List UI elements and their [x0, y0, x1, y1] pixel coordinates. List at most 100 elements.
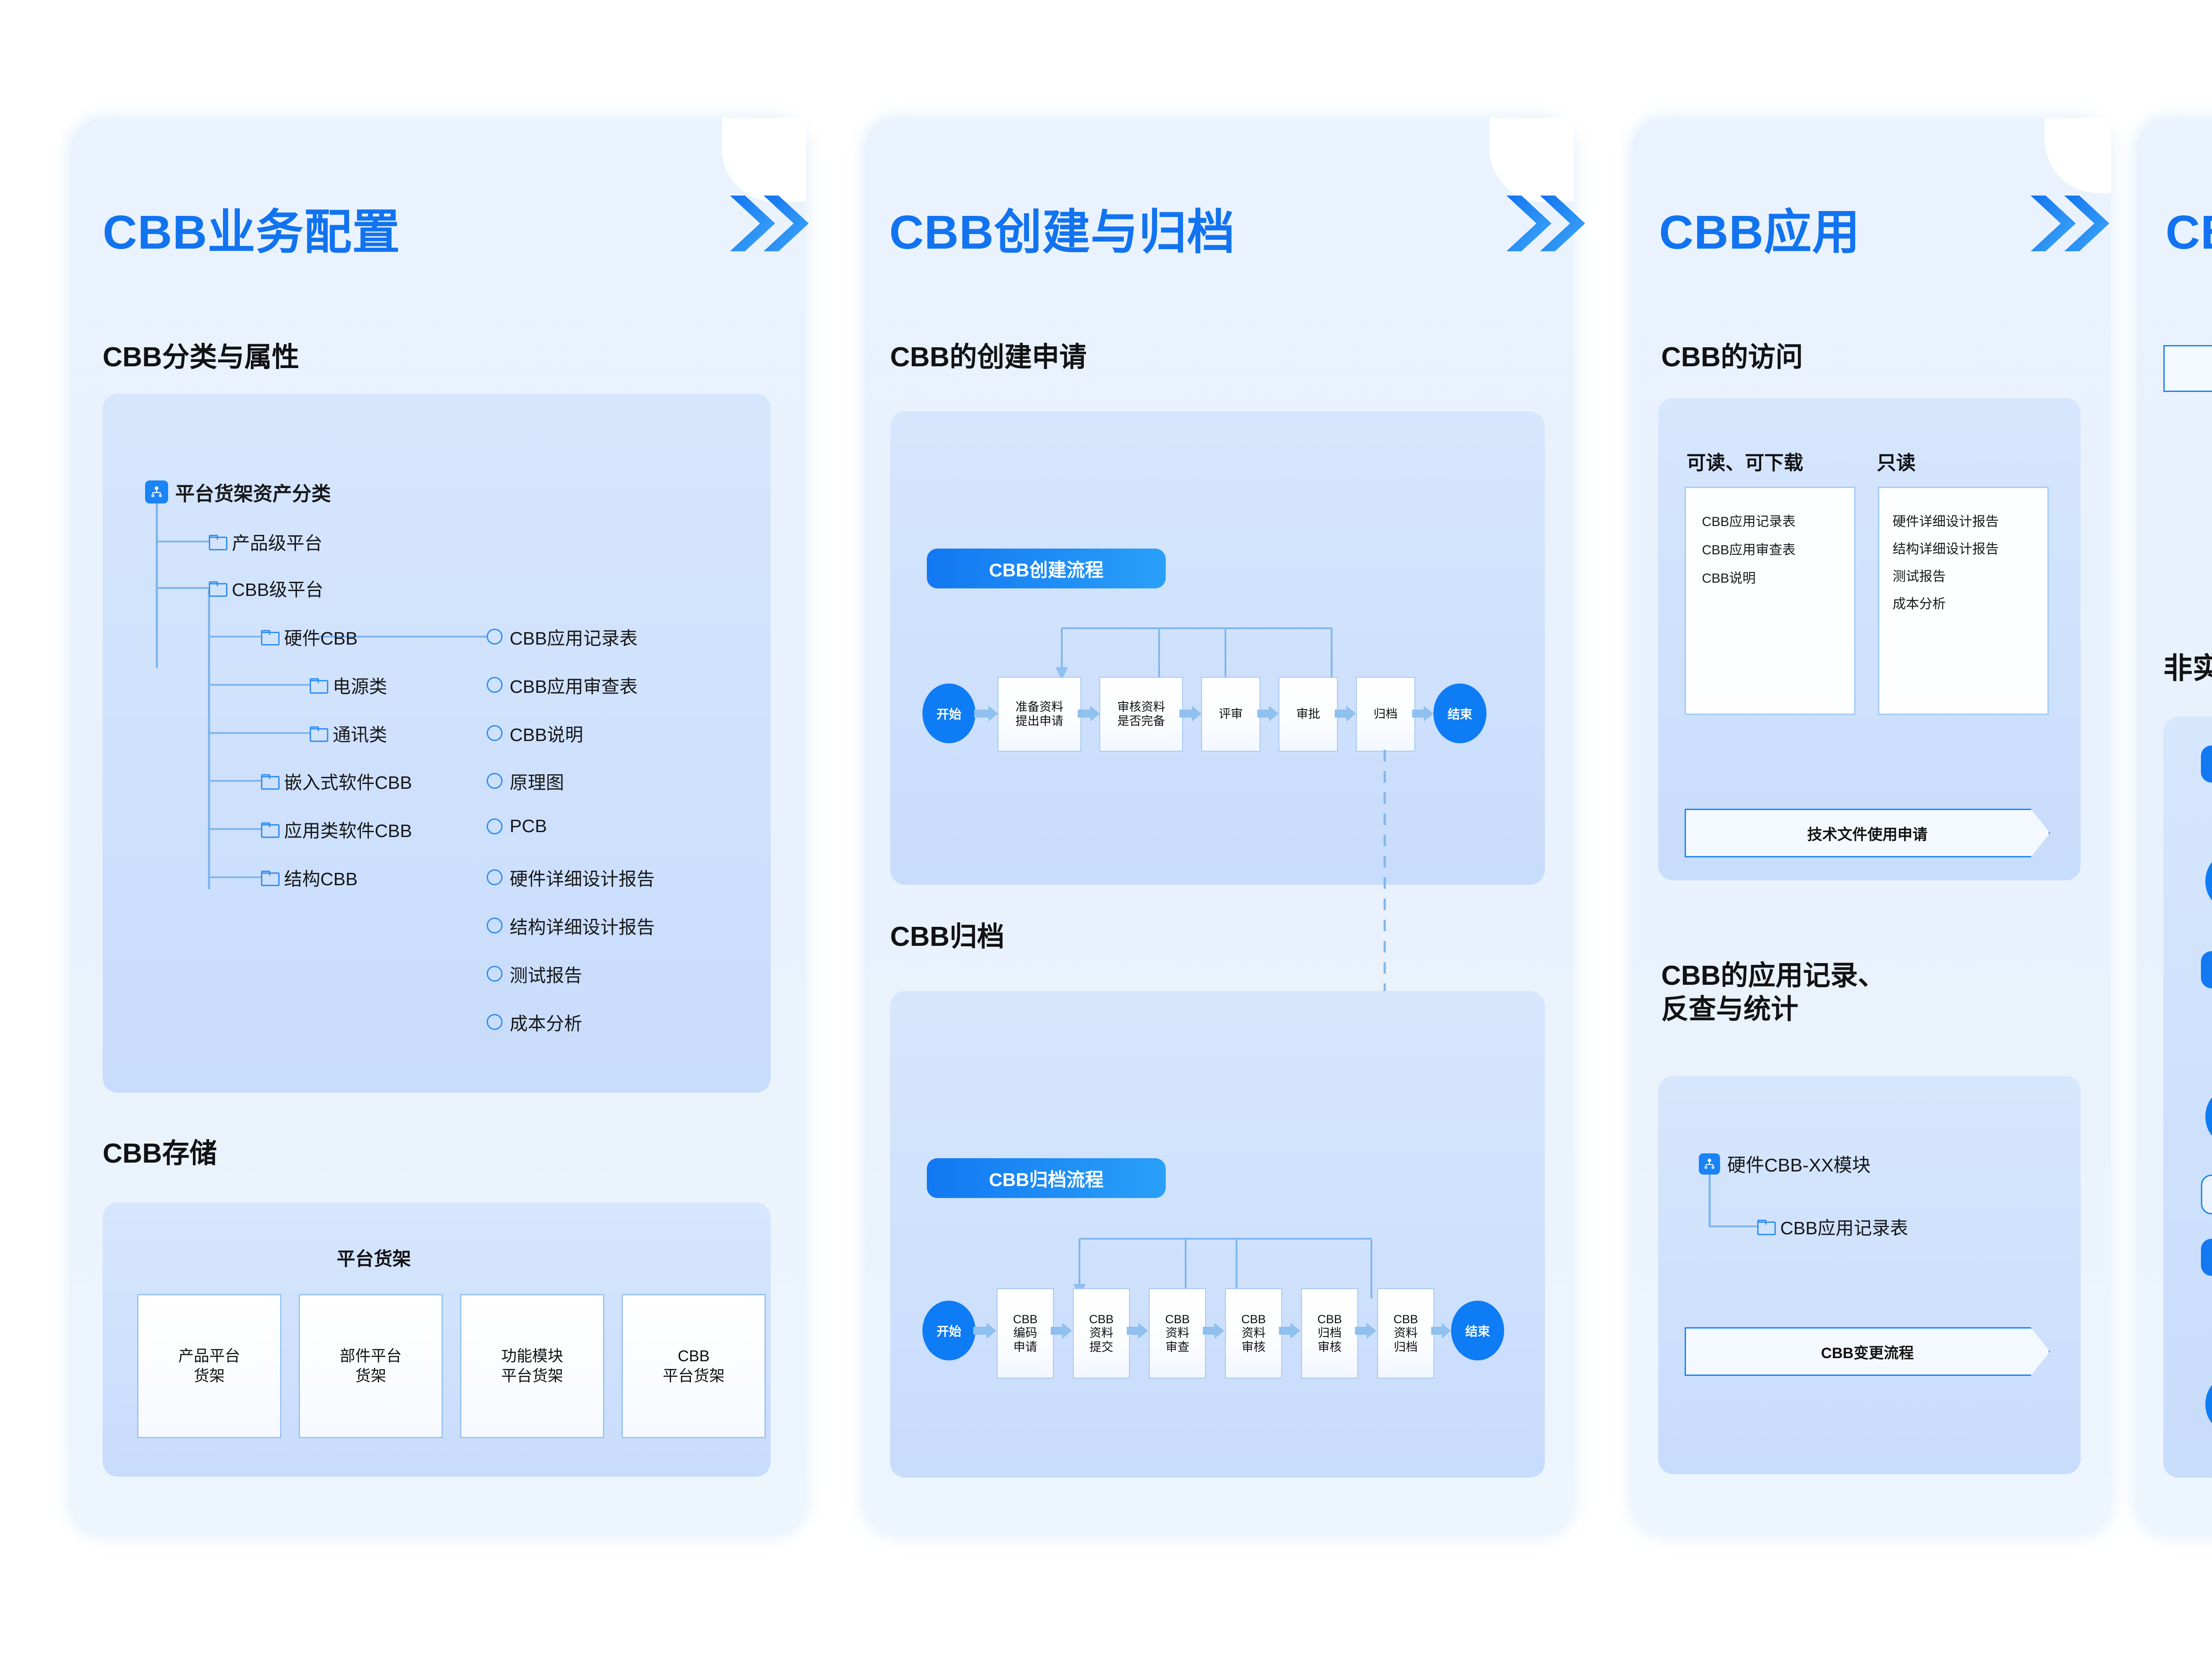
access-col2-label: 只读: [1877, 452, 1916, 474]
tree-attr-7[interactable]: 测试报告: [487, 960, 582, 987]
tree-line-cbb-vertical: [208, 588, 210, 889]
flow1-step-2[interactable]: 评审: [1201, 677, 1260, 752]
flow2-step-1[interactable]: CBB 资料 提交: [1073, 1288, 1130, 1379]
panel-title-3: CBB应用: [1659, 205, 1860, 259]
tree-line-5: [208, 732, 310, 734]
access-col2-item-0[interactable]: 硬件详细设计报告: [1893, 515, 1999, 529]
tree-item-label: 产品级平台: [232, 533, 323, 553]
shelf-box-0[interactable]: 产品平台 货架: [137, 1294, 281, 1438]
circle-bullet-icon: [487, 966, 503, 982]
folder-icon: [261, 822, 280, 838]
panel-title-4: CBB变更: [2166, 205, 2212, 259]
tree-item-label: 电源类: [333, 676, 387, 697]
tree-attr-1[interactable]: CBB应用审查表: [487, 672, 637, 698]
tree-item-comm[interactable]: 通讯类: [310, 720, 387, 746]
tree-attr-2[interactable]: CBB说明: [487, 720, 583, 746]
tree-attr-label: 成本分析: [510, 1014, 582, 1034]
flow-label-create: CBB创建流程: [927, 549, 1166, 588]
tree-attr-label: CBB说明: [510, 725, 584, 745]
panel-title-1: CBB业务配置: [103, 205, 400, 259]
tree-attr-6[interactable]: 结构详细设计报告: [487, 912, 655, 939]
card-nonentity-change: [2163, 717, 2212, 1478]
panel-notch: [1490, 118, 1574, 202]
folder-icon: [261, 774, 280, 790]
access-col1-item-0[interactable]: CBB应用记录表: [1702, 515, 1796, 529]
tree-item-label: 应用类软件CBB: [284, 821, 412, 841]
tree-item-structure-cbb[interactable]: 结构CBB: [261, 864, 357, 891]
flow-label-change-archive: CBB变更归档: [2201, 1239, 2212, 1276]
app-record-tree-root[interactable]: 硬件CBB-XX模块: [1699, 1150, 1870, 1177]
app-record-tree-child[interactable]: CBB应用记录表: [1757, 1213, 1908, 1240]
section-heading-access: CBB的访问: [1661, 342, 1803, 373]
section-heading-app-record: CBB的应用记录、 反查与统计: [1661, 960, 1886, 1025]
flow-label-upgrade: CBB升级流程: [2201, 745, 2212, 783]
tree-attr-3[interactable]: 原理图: [487, 768, 564, 794]
tree-item-cbb-platform[interactable]: CBB级平台: [209, 575, 323, 601]
flow1-end[interactable]: 结束: [1433, 684, 1486, 743]
tree-attr-5[interactable]: 硬件详细设计报告: [487, 864, 655, 891]
chevron-separator-1-icon: [726, 190, 814, 257]
folder-icon: [1757, 1220, 1776, 1235]
tree-attr-8[interactable]: 成本分析: [487, 1009, 582, 1035]
storage-title: 平台货架: [336, 1248, 411, 1269]
tree-item-label: CBB级平台: [232, 580, 324, 600]
circle-bullet-icon: [487, 918, 503, 933]
heading-nonentity-change: 非实体类CBB变更: [2163, 652, 2212, 684]
flow2-start[interactable]: 开始: [922, 1301, 975, 1360]
flow2-step-3[interactable]: CBB 资料 审核: [1225, 1288, 1282, 1379]
folder-icon: [209, 581, 227, 597]
flow-label-cbb-modify: CBB修改: [2201, 1175, 2212, 1214]
tree-line-hw-to-attr: [319, 636, 487, 637]
shelf-box-1[interactable]: 部件平台 货架: [299, 1294, 443, 1438]
flow1-step-0[interactable]: 准备资料 提出申请: [998, 677, 1081, 752]
access-col1-item-2[interactable]: CBB说明: [1702, 571, 1756, 586]
tree-item-hardware-cbb[interactable]: 硬件CBB: [261, 623, 357, 650]
flow1-step-4[interactable]: 归档: [1356, 677, 1415, 752]
circle-bullet-icon: [487, 677, 503, 693]
access-col2-item-2[interactable]: 测试报告: [1893, 569, 1946, 584]
flow1-step-3[interactable]: 审批: [1279, 677, 1338, 752]
folder-icon: [261, 630, 280, 645]
app-record-tree-root-label: 硬件CBB-XX模块: [1727, 1155, 1871, 1175]
tree-line-8: [208, 876, 261, 878]
tree-item-label: 通讯类: [333, 725, 387, 745]
banner-tech-doc-request[interactable]: 技术文件使用申请: [1685, 809, 2050, 857]
card-archive-flow: [890, 991, 1545, 1478]
banner-cbb-change-flow[interactable]: CBB变更流程: [1685, 1327, 2050, 1376]
tree-item-power[interactable]: 电源类: [310, 672, 387, 698]
tree-attr-0[interactable]: CBB应用记录表: [487, 623, 637, 650]
tree-item-app-sw-cbb[interactable]: 应用类软件CBB: [261, 816, 412, 842]
flow2-step-0[interactable]: CBB 编码 申请: [997, 1288, 1054, 1379]
panel-notch: [722, 118, 806, 202]
panel-title-2: CBB创建与归档: [889, 205, 1235, 259]
tree-root[interactable]: 平台货架资产分类: [145, 478, 331, 506]
banner-problem-report[interactable]: CBB问题报告: [2163, 345, 2212, 392]
card-app-record: [1658, 1076, 2081, 1474]
access-col1-item-1[interactable]: CBB应用审查表: [1702, 543, 1796, 557]
flow2-step-5[interactable]: CBB 资料 归档: [1377, 1288, 1434, 1379]
flow2-end[interactable]: 结束: [1451, 1301, 1504, 1360]
shelf-box-3[interactable]: CBB 平台货架: [622, 1294, 766, 1438]
access-col2-item-1[interactable]: 结构详细设计报告: [1893, 542, 1999, 557]
flow1-loopback-lines: [1040, 624, 1349, 681]
flow1-start[interactable]: 开始: [922, 684, 975, 743]
tree-line-7: [208, 828, 261, 830]
tree-line-1: [156, 541, 209, 542]
access-col2-item-3[interactable]: 成本分析: [1893, 597, 1946, 611]
tree-attr-4[interactable]: PCB: [487, 816, 547, 837]
flow1-step-1[interactable]: 审核资料 是否完备: [1099, 677, 1183, 752]
tree-root-label: 平台货架资产分类: [175, 483, 331, 505]
panel-notch: [2045, 118, 2111, 193]
flow2-step-2[interactable]: CBB 资料 审查: [1149, 1288, 1206, 1379]
folder-icon: [310, 678, 328, 694]
chevron-separator-3-icon: [2026, 190, 2115, 257]
shelf-box-2[interactable]: 功能模块 平台货架: [460, 1294, 604, 1438]
tree-item-embedded-sw-cbb[interactable]: 嵌入式软件CBB: [261, 768, 412, 794]
tree-item-label: 嵌入式软件CBB: [284, 772, 412, 793]
tree-item-product-platform[interactable]: 产品级平台: [209, 528, 323, 555]
card-create-flow: [890, 411, 1545, 885]
tree-attr-label: CBB应用记录表: [510, 628, 638, 649]
flow2-step-4[interactable]: CBB 归档 审核: [1301, 1288, 1358, 1379]
folder-icon: [261, 871, 280, 886]
